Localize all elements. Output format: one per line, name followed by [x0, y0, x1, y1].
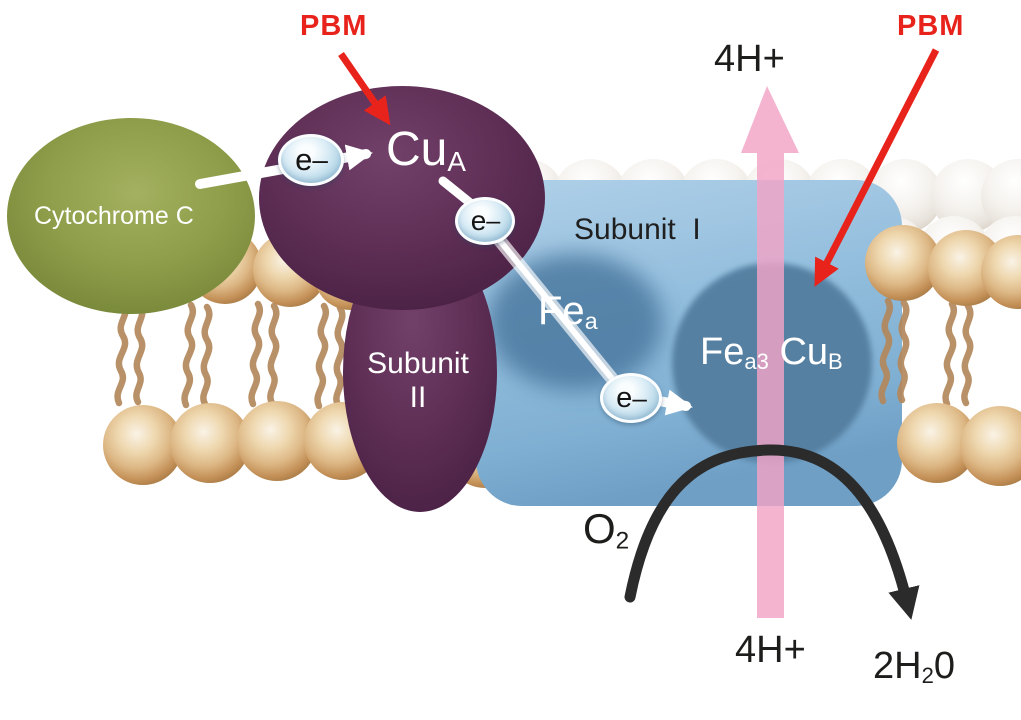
- oxygen-main: O: [583, 505, 616, 552]
- lipid-head: [960, 406, 1021, 486]
- cytochrome-c-label: Cytochrome C: [34, 202, 194, 230]
- lipid-head: [981, 235, 1021, 309]
- o2-to-water-arrow: [624, 444, 920, 620]
- pbm-arrow-left: [338, 52, 391, 126]
- electron-e: e: [295, 142, 313, 177]
- pbm-label-right: PBM: [897, 10, 965, 42]
- electron-minus: –: [312, 144, 327, 175]
- electron-minus: –: [632, 382, 646, 413]
- cu-b-sub: B: [828, 348, 843, 374]
- electron-bubble-2: e–: [455, 197, 515, 245]
- pbm-arrow-right: [814, 48, 940, 287]
- proton-pump-arrow: [741, 86, 799, 618]
- oxygen-label: O2: [583, 508, 629, 554]
- lipid-tails: [185, 305, 210, 405]
- lipid-head: [897, 403, 977, 483]
- lipid-head: [103, 405, 183, 485]
- lipid-head: [865, 225, 941, 301]
- fe-a-label: Fea: [538, 291, 598, 333]
- lipid-head-faded: [981, 159, 1021, 233]
- water-label: 2H20: [873, 647, 955, 687]
- proton-label-top: 4H+: [714, 38, 785, 80]
- cu-a-label: CuA: [386, 126, 466, 176]
- fe-a3-cu-b-label: Fea3 CuB: [700, 333, 843, 373]
- subunit-1-label: Subunit I: [574, 213, 701, 246]
- subunit-2-line2: II: [409, 380, 427, 414]
- electron-path-to-fea-core: [489, 228, 621, 389]
- proton-label-bottom: 4H+: [735, 629, 806, 671]
- electron-e: e: [470, 205, 487, 236]
- fe-a3-main: Fe: [700, 331, 745, 373]
- spacer: [769, 331, 780, 373]
- water-sub: 2: [921, 662, 934, 688]
- fe-a3-sub: a3: [744, 348, 769, 374]
- cu-b-main: Cu: [779, 331, 829, 373]
- lipid-head: [237, 401, 317, 481]
- subunit-2-line1: Subunit: [367, 347, 469, 380]
- lipid-tails: [318, 306, 343, 406]
- electron-minus: –: [486, 206, 500, 235]
- electron-bubble-1: e–: [278, 134, 344, 186]
- fe-a-main: Fe: [538, 289, 585, 333]
- cu-a-main: Cu: [386, 123, 448, 176]
- lipid-tails: [946, 304, 971, 404]
- membrane-right: [865, 225, 1021, 486]
- pbm-label-left: PBM: [300, 10, 368, 42]
- electron-e: e: [616, 381, 633, 414]
- electron-bubble-3: e–: [600, 373, 662, 423]
- water-pre: 2H: [873, 645, 922, 687]
- cytochrome-c-shape: [7, 118, 255, 314]
- cu-a-sub: A: [447, 146, 466, 178]
- oxygen-sub: 2: [615, 527, 630, 555]
- fe-a-sub: a: [584, 308, 598, 335]
- lipid-tails: [252, 304, 277, 404]
- water-post: 0: [933, 645, 955, 687]
- lipid-tails: [118, 303, 143, 403]
- lipid-head: [170, 403, 250, 483]
